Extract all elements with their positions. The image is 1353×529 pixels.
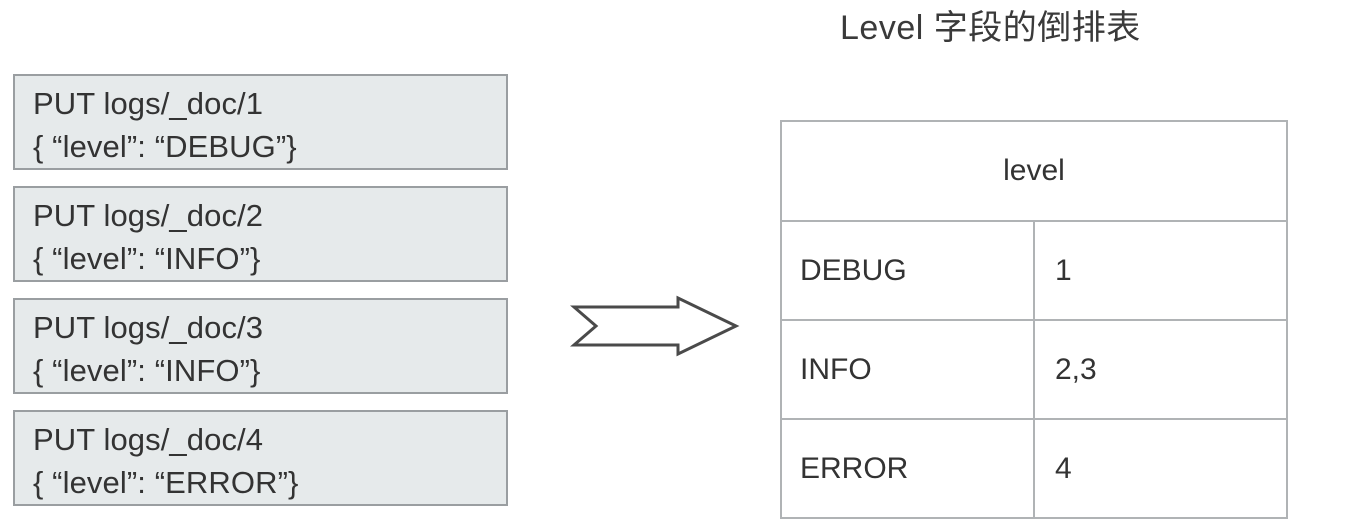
term-cell: ERROR — [780, 418, 1035, 519]
list-item: PUT logs/_doc/4 { “level”: “ERROR”} — [13, 410, 508, 506]
postings-cell: 2,3 — [1033, 319, 1288, 420]
table-row: DEBUG 1 — [780, 220, 1288, 321]
doc-body: { “level”: “DEBUG”} — [33, 129, 297, 164]
doc-command: PUT logs/_doc/1 — [33, 86, 264, 121]
table-row: INFO 2,3 — [780, 319, 1288, 420]
doc-body: { “level”: “INFO”} — [33, 353, 261, 388]
doc-body: { “level”: “INFO”} — [33, 241, 261, 276]
table-row: ERROR 4 — [780, 418, 1288, 519]
column-header-level: level — [780, 120, 1288, 222]
postings-cell: 1 — [1033, 220, 1288, 321]
list-item: PUT logs/_doc/3 { “level”: “INFO”} — [13, 298, 508, 394]
doc-command: PUT logs/_doc/2 — [33, 198, 264, 233]
document-list: PUT logs/_doc/1 { “level”: “DEBUG”} PUT … — [13, 74, 508, 522]
right-arrow-icon — [569, 295, 740, 357]
postings-cell: 4 — [1033, 418, 1288, 519]
inverted-index-table: level DEBUG 1 INFO 2,3 ERROR 4 — [780, 120, 1288, 519]
page-title: Level 字段的倒排表 — [840, 9, 1141, 47]
term-cell: DEBUG — [780, 220, 1035, 321]
term-cell: INFO — [780, 319, 1035, 420]
doc-body: { “level”: “ERROR”} — [33, 465, 299, 500]
list-item: PUT logs/_doc/1 { “level”: “DEBUG”} — [13, 74, 508, 170]
table-header-row: level — [780, 120, 1288, 222]
list-item: PUT logs/_doc/2 { “level”: “INFO”} — [13, 186, 508, 282]
doc-command: PUT logs/_doc/4 — [33, 422, 264, 457]
doc-command: PUT logs/_doc/3 — [33, 310, 264, 345]
